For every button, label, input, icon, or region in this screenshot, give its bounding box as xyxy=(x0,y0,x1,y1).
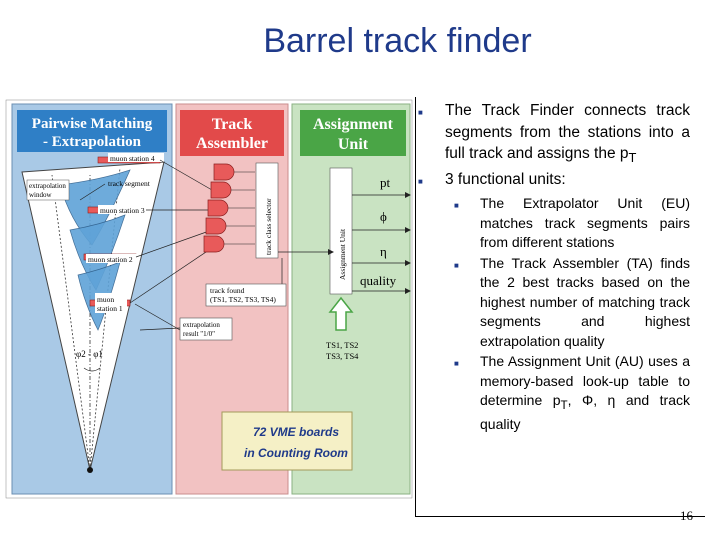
interaction-point xyxy=(87,467,93,473)
subbullet-2: ■ The Track Assembler (TA) finds the 2 b… xyxy=(454,254,690,352)
subbullet-1-text: The Extrapolator Unit (EU) matches track… xyxy=(480,195,690,251)
text-frame-bottom xyxy=(415,516,705,517)
subbullet-marker: ■ xyxy=(454,260,459,270)
page-number: 16 xyxy=(680,508,693,523)
subbullet-3-after: , Φ, η and track quality xyxy=(480,392,690,433)
track-class-selector-label: track class selector xyxy=(264,198,273,255)
subbullet-3-sub: T xyxy=(560,398,568,412)
phi-diff-label: φ2 - φ1 xyxy=(76,349,103,359)
pairwise-title-1: Pairwise Matching xyxy=(32,116,153,132)
assembler-title-1: Track xyxy=(212,116,253,133)
muon-station-3-label: muon station 3 xyxy=(100,206,145,215)
track-class-selector-box xyxy=(255,162,279,259)
muon-station-1-label-a: muon xyxy=(97,295,114,304)
subbullet-1: ■ The Extrapolator Unit (EU) matches tra… xyxy=(454,194,690,253)
subbullet-3-text: The Assignment Unit (AU) uses a memory-b… xyxy=(480,353,690,409)
track-segment-label: track segment xyxy=(108,179,151,188)
pairwise-header xyxy=(17,110,167,152)
subbullet-marker: ■ xyxy=(454,201,459,211)
text-frame-left xyxy=(415,97,416,517)
subbullet-3: ■ The Assignment Unit (AU) uses a memory… xyxy=(454,352,690,435)
muon-station-2-label: muon station 2 xyxy=(88,255,133,264)
slide-title: Barrel track finder xyxy=(263,22,532,60)
ts-output-arrow xyxy=(328,296,354,331)
vme-label-b: in Counting Room xyxy=(244,446,348,460)
bullet-1-sub: T xyxy=(628,150,637,166)
bullet-2-text: 3 functional units: xyxy=(445,170,566,188)
bullet-list: ■ The Track Finder connects track segmen… xyxy=(418,100,690,436)
assignment-title-2: Unit xyxy=(338,136,369,153)
bullet-1-text: The Track Finder connects track segments… xyxy=(445,102,690,162)
ts-list-label-b: TS3, TS4 xyxy=(326,351,359,361)
extrapolation-result-label-a: extrapolation xyxy=(183,321,220,329)
track-found-label-b: (TS1, TS2, TS3, TS4) xyxy=(210,295,276,304)
extrapolation-window-label-a: extrapolation xyxy=(29,182,66,190)
muon-station-1-label-b: station 1 xyxy=(97,304,123,313)
assembler-title-2: Assembler xyxy=(196,135,268,152)
assignment-unit-box xyxy=(329,167,353,295)
bullet-marker: ■ xyxy=(418,176,423,186)
output-phi-label: ϕ xyxy=(380,209,387,224)
output-quality-label: quality xyxy=(360,273,397,288)
assignment-title-1: Assignment xyxy=(313,116,394,133)
assignment-header xyxy=(300,110,406,156)
extrapolation-result-label-b: result "1/0" xyxy=(183,330,215,338)
ts-list-label-a: TS1, TS2 xyxy=(326,340,358,350)
track-found-label-a: track found xyxy=(210,286,245,295)
vme-box xyxy=(221,411,353,471)
subbullet-2-text: The Track Assembler (TA) finds the 2 bes… xyxy=(480,254,690,349)
bullet-marker: ■ xyxy=(418,108,423,117)
track-found-box xyxy=(205,283,287,307)
vme-label-a: 72 VME boards xyxy=(253,425,339,439)
pairwise-title-2: - Extrapolation xyxy=(43,134,142,150)
track-assembler-blocks xyxy=(203,163,255,253)
bullet-2: ■ 3 functional units: xyxy=(418,169,690,193)
extrapolation-result-box xyxy=(179,317,233,341)
muon-station-4-label: muon station 4 xyxy=(110,154,155,163)
subbullet-marker: ■ xyxy=(454,359,459,369)
output-eta-label: η xyxy=(380,244,387,259)
assignment-unit-vertical-label: Assignment Unit xyxy=(338,228,347,280)
extrapolation-window-label-b: window xyxy=(29,191,53,199)
assembler-header xyxy=(180,110,284,156)
output-pt-label: pt xyxy=(380,175,391,190)
bullet-1: ■ The Track Finder connects track segmen… xyxy=(418,100,690,169)
subbullet-list: ■ The Extrapolator Unit (EU) matches tra… xyxy=(454,194,690,435)
